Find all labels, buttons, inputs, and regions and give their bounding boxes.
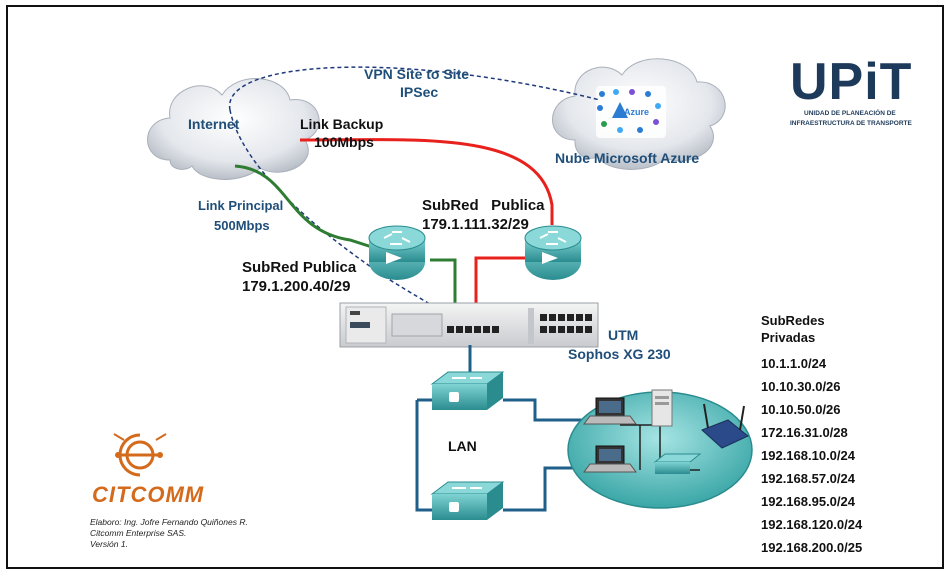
private-subnets-list: SubRedes Privadas 10.1.1.0/24 10.10.30.0…	[761, 312, 931, 559]
subnet-item: 192.168.120.0/24	[761, 517, 863, 532]
link-backup-label: Link Backup	[300, 116, 384, 132]
azure-icon	[612, 102, 628, 118]
router-b-icon	[524, 225, 582, 280]
subred-publica-a-label: SubRed Publica	[242, 259, 357, 276]
vpn-tunnel-line	[229, 66, 601, 111]
vpn-label: VPN Site to Site	[364, 66, 470, 82]
wireless-ap-icon	[701, 403, 749, 449]
link-principal-speed: 500Mbps	[214, 218, 270, 233]
subnets-subtitle: Privadas	[761, 330, 816, 345]
utm-appliance	[339, 302, 599, 348]
utm-label: UTM	[608, 327, 639, 343]
backup-link-line	[299, 138, 554, 225]
vpn-protocol-label: IPSec	[400, 84, 439, 100]
azure-cloud-label: Nube Microsoft Azure	[555, 150, 700, 166]
switch-1-icon	[430, 371, 505, 410]
credit-version: Versión 1.	[90, 539, 128, 549]
subnet-item: 192.168.10.0/24	[761, 448, 855, 463]
link-backup-speed: 100Mbps	[314, 134, 374, 150]
subnet-item: 10.10.50.0/26	[761, 402, 841, 417]
citcomm-logo-icon	[113, 432, 167, 478]
subnet-item: 10.1.1.0/24	[761, 356, 827, 371]
azure-cloud	[552, 58, 726, 170]
upit-logo-word: UPiT	[790, 53, 913, 111]
subnet-item: 192.168.200.0/25	[761, 540, 863, 555]
link-principal-label: Link Principal	[198, 198, 284, 213]
subnet-item: 192.168.95.0/24	[761, 494, 855, 509]
server-icon	[651, 389, 673, 427]
principal-link-line	[234, 164, 376, 250]
upit-logo: UPiT UNIDAD DE PLANEACIÓN DE INFRAESTRUC…	[790, 56, 912, 128]
internet-label: Internet	[188, 116, 240, 132]
credit-company: Citcomm Enterprise SAS.	[90, 528, 187, 538]
subnet-item: 10.10.30.0/26	[761, 379, 841, 394]
vpn-tunnel-line-down	[229, 109, 486, 341]
subnet-item: 172.16.31.0/28	[761, 425, 848, 440]
lan-label: LAN	[448, 438, 477, 454]
lan-cable	[503, 466, 590, 512]
switch-small-icon	[653, 453, 702, 474]
lan-segment	[567, 389, 753, 509]
laptop-icon	[583, 445, 637, 473]
citcomm-logo-text: CITCOMM	[92, 482, 205, 507]
upit-subtitle-line1: UNIDAD DE PLANEACIÓN DE	[804, 110, 896, 117]
switch-2-icon	[430, 481, 505, 520]
credits: Elaboro: Ing. Jofre Fernando Quiñones R.…	[90, 517, 248, 550]
utm-model-label: Sophos XG 230	[568, 346, 671, 362]
laptop-icon	[583, 397, 637, 425]
router-a-icon	[368, 225, 426, 280]
credit-author: Elaboro: Ing. Jofre Fernando Quiñones R.	[90, 517, 248, 527]
subred-publica-b-cidr: 179.1.111.32/29	[422, 216, 529, 233]
subnet-item: 192.168.57.0/24	[761, 471, 855, 486]
upit-subtitle-line2: INFRAESTRUCTURA DE TRANSPORTE	[790, 120, 912, 127]
lan-cable	[503, 398, 590, 422]
subred-publica-a-cidr: 179.1.200.40/29	[242, 278, 351, 295]
internet-cloud	[147, 78, 320, 180]
subred-publica-b-label: SubRed Publica	[422, 197, 545, 214]
lan-cable	[415, 400, 432, 512]
azure-logo-text: Azure	[624, 107, 650, 117]
subnets-title: SubRedes	[761, 313, 825, 328]
